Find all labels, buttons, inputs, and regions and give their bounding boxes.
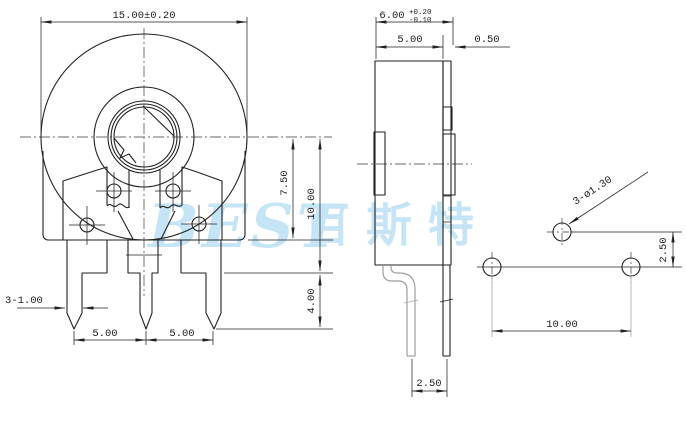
dim-hole-callout: 3-ø1.30 bbox=[568, 171, 649, 225]
dim-center-to-bottom-label: 7.50 bbox=[279, 170, 291, 195]
dim-hole-pitch: 10.00 bbox=[491, 277, 632, 337]
dim-pin-pitch-right-label: 5.00 bbox=[169, 328, 194, 340]
watermark: BEST 百斯特 bbox=[146, 192, 490, 262]
front-centerlines bbox=[20, 28, 332, 296]
front-dimensions: 15.00±0.20 3-1.00 5.00 5.00 7.50 bbox=[5, 10, 333, 345]
rivets bbox=[69, 172, 217, 245]
dim-overall-diameter: 15.00±0.20 bbox=[40, 10, 248, 132]
watermark-latin: BEST bbox=[146, 192, 346, 262]
rotor-slot bbox=[113, 105, 175, 164]
dim-depth-tol-minus-label: -0.10 bbox=[409, 17, 432, 25]
pcb-dimensions: 10.00 2.50 3-ø1.30 bbox=[491, 171, 675, 337]
dim-cover-thickness: 0.50 bbox=[454, 34, 510, 49]
dim-body-depth: 5.00 bbox=[375, 34, 444, 59]
front-body-outline bbox=[40, 33, 248, 241]
dim-pin-pitch-left-label: 5.00 bbox=[92, 328, 117, 340]
dim-vertical-stack: 7.50 10.00 4.00 bbox=[216, 138, 333, 330]
dim-cover-thickness-label: 0.50 bbox=[474, 34, 499, 46]
side-body-outline bbox=[373, 60, 456, 266]
dim-pin-width-label: 3-1.00 bbox=[5, 295, 43, 307]
dim-shoulder-to-tip-label: 4.00 bbox=[306, 288, 318, 313]
dim-hole-pitch-label: 10.00 bbox=[546, 319, 578, 331]
terminal-pins bbox=[66, 240, 222, 330]
dim-pin-bend-offset: 2.50 bbox=[411, 359, 448, 397]
dim-pin-width: 3-1.00 bbox=[5, 295, 108, 310]
dim-overall-diameter-label: 15.00±0.20 bbox=[112, 10, 175, 22]
dim-overall-depth: 6.00 +0.20 -0.10 bbox=[375, 9, 454, 59]
dim-row-offset: 2.50 bbox=[658, 231, 675, 268]
dim-depth-tol-plus-label: +0.20 bbox=[409, 9, 432, 17]
watermark-cjk: 百斯特 bbox=[304, 198, 490, 252]
dim-hole-callout-label: 3-ø1.30 bbox=[571, 174, 615, 208]
dim-pin-pitch: 5.00 5.00 bbox=[73, 328, 214, 345]
dim-row-offset-label: 2.50 bbox=[658, 237, 670, 262]
front-view: 15.00±0.20 3-1.00 5.00 5.00 7.50 bbox=[5, 10, 333, 345]
pcb-holes bbox=[477, 218, 682, 283]
dim-pin-bend-offset-label: 2.50 bbox=[416, 378, 441, 390]
side-bent-pin bbox=[382, 265, 419, 357]
dim-body-depth-label: 5.00 bbox=[397, 34, 422, 46]
side-view: 6.00 +0.20 -0.10 5.00 0.50 2.50 bbox=[357, 9, 510, 397]
dim-overall-depth-label: 6.00 bbox=[379, 10, 404, 22]
side-straight-pin bbox=[439, 265, 454, 357]
side-dimensions: 6.00 +0.20 -0.10 5.00 0.50 2.50 bbox=[375, 9, 510, 397]
dim-center-to-shoulder-label: 10.00 bbox=[306, 188, 318, 220]
pcb-hole-layout: 10.00 2.50 3-ø1.30 bbox=[477, 171, 682, 337]
